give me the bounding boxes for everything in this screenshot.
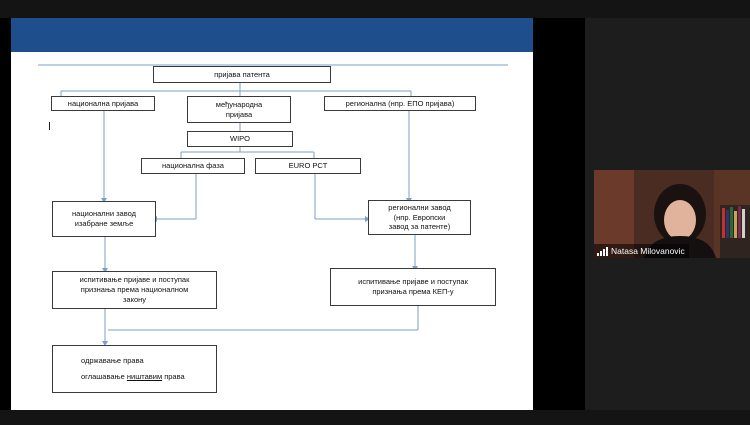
- bottom-bar: [0, 410, 750, 425]
- regional-examination-box: испитивање пријаве и поступак признања п…: [330, 268, 496, 306]
- national-office-box: национални завод изабране земље: [52, 201, 156, 237]
- wipo-box: WIPO: [187, 131, 293, 147]
- national-examination-box: испитивање пријаве и поступак признања п…: [52, 271, 217, 309]
- regional-office-label: регионални завод (нпр. Европски завод за…: [388, 203, 450, 232]
- signal-bars-icon: [597, 247, 608, 256]
- patent-application-box: пријава патента: [153, 66, 331, 83]
- national-application-box: национална пријава: [51, 96, 155, 111]
- annulment-suffix: права: [162, 372, 185, 381]
- national-application-label: национална пријава: [68, 99, 138, 109]
- rights-maintenance-box: одржавање права оглашавање ништавим прав…: [52, 345, 217, 393]
- presentation-slide: пријава патента национална пријава међун…: [11, 18, 533, 410]
- international-application-box: међународна пријава: [187, 96, 291, 123]
- participant-video-tile[interactable]: Natasa Milovanovic: [594, 170, 750, 258]
- top-bar: [0, 0, 750, 18]
- wipo-label: WIPO: [230, 134, 250, 144]
- participant-name: Natasa Milovanovic: [611, 246, 685, 256]
- national-examination-label: испитивање пријаве и поступак признања п…: [80, 275, 190, 304]
- annulment-label: оглашавање ништавим права: [81, 372, 216, 382]
- regional-examination-label: испитивање пријаве и поступак признања п…: [358, 277, 468, 297]
- annulment-underlined-word: ништавим: [127, 372, 162, 381]
- text-cursor: [49, 122, 50, 130]
- regional-application-label: регионална (нпр. ЕПО пријава): [346, 99, 455, 109]
- euro-pct-label: EURO PCT: [289, 161, 328, 171]
- maintenance-label: одржавање права: [81, 356, 216, 366]
- national-phase-label: национална фаза: [162, 161, 224, 171]
- annulment-prefix: оглашавање: [81, 372, 127, 381]
- international-application-label: међународна пријава: [216, 100, 262, 120]
- national-office-label: национални завод изабране земље: [72, 209, 136, 229]
- regional-office-box: регионални завод (нпр. Европски завод за…: [368, 200, 471, 235]
- patent-application-label: пријава патента: [214, 70, 270, 80]
- regional-application-box: регионална (нпр. ЕПО пријава): [324, 96, 476, 111]
- participant-name-tag: Natasa Milovanovic: [594, 244, 689, 258]
- euro-pct-box: EURO PCT: [255, 158, 361, 174]
- national-phase-box: национална фаза: [141, 158, 245, 174]
